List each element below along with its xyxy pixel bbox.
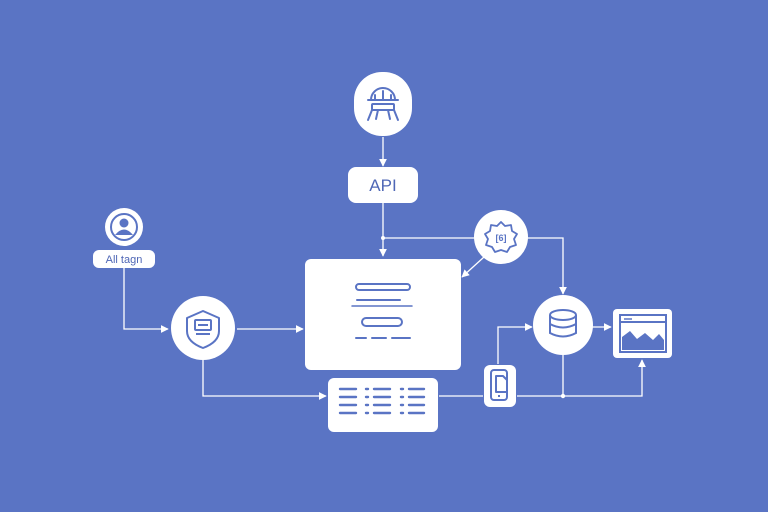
api-node[interactable]: API	[348, 167, 418, 203]
connectors	[123, 137, 646, 400]
table-node[interactable]	[328, 378, 438, 432]
connector-shield-to-table	[202, 360, 327, 400]
user-node[interactable]: All tagn	[93, 208, 155, 268]
table-list-icon	[338, 387, 426, 415]
user-avatar-icon	[110, 213, 138, 241]
database-icon	[549, 309, 577, 338]
api-label: API	[369, 176, 396, 195]
connector-branch-to-db	[383, 237, 567, 295]
top-node[interactable]	[354, 72, 412, 136]
mobile-node[interactable]	[484, 365, 516, 407]
browser-node[interactable]	[613, 309, 672, 358]
connector-mobile-to-browser	[517, 359, 646, 397]
gear-node[interactable]: [6]	[474, 210, 528, 264]
junction-dot	[560, 393, 566, 399]
junction-dot	[381, 236, 385, 240]
connector-mobile-to-db	[497, 323, 533, 364]
shield-node[interactable]	[171, 296, 235, 360]
shield-monitor-icon	[186, 310, 220, 349]
browser-chart-icon	[619, 314, 667, 353]
dome-robot-icon	[367, 87, 399, 121]
database-node[interactable]	[533, 295, 593, 355]
mobile-document-icon	[490, 369, 508, 401]
gear-icon: [6]	[484, 221, 518, 253]
connector-gear-to-main	[461, 256, 485, 278]
gear-badge: [6]	[496, 233, 507, 243]
document-text-icon	[351, 283, 413, 339]
connector-user-to-shield	[123, 268, 169, 333]
main-content-node[interactable]	[305, 259, 461, 370]
user-label: All tagn	[106, 254, 143, 266]
